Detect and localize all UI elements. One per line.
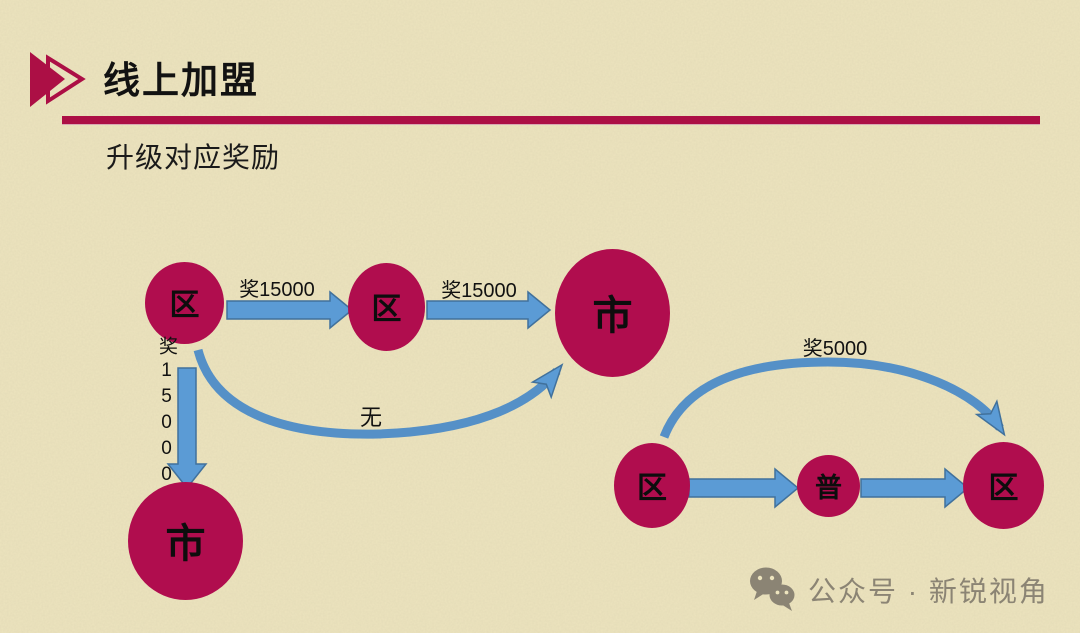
edge-label-reward-15000-vertical: 奖15000 [156,336,177,490]
curved-arrow-e-to-g [659,357,1000,439]
node-district-4: 区 [963,442,1044,529]
node-district-1: 区 [145,262,224,344]
node-label: 区 [371,293,402,326]
watermark: 公众号 · 新锐视角 [748,566,1049,614]
node-city-2: 市 [128,482,243,600]
edge-label-reward-15000-1: 奖15000 [239,279,315,301]
wechat-icon [750,567,795,611]
node-label: 市 [592,294,633,338]
node-label: 区 [988,471,1019,505]
edge-label-none: 无 [360,405,383,430]
edge-label-reward-5000: 奖5000 [802,338,868,360]
node-label: 区 [169,289,200,322]
watermark-text: 公众号 · 新锐视角 [808,576,1049,607]
node-label: 市 [165,522,206,566]
node-district-3: 区 [614,443,690,528]
arrow-e-to-f [688,467,800,509]
edge-label-reward-15000-2: 奖15000 [441,280,517,302]
node-city-1: 市 [555,249,670,377]
node-label: 普 [815,472,842,503]
arrow-f-to-g [860,467,970,509]
node-district-2: 区 [348,263,425,351]
node-label: 区 [637,471,667,505]
node-ordinary: 普 [797,455,860,517]
